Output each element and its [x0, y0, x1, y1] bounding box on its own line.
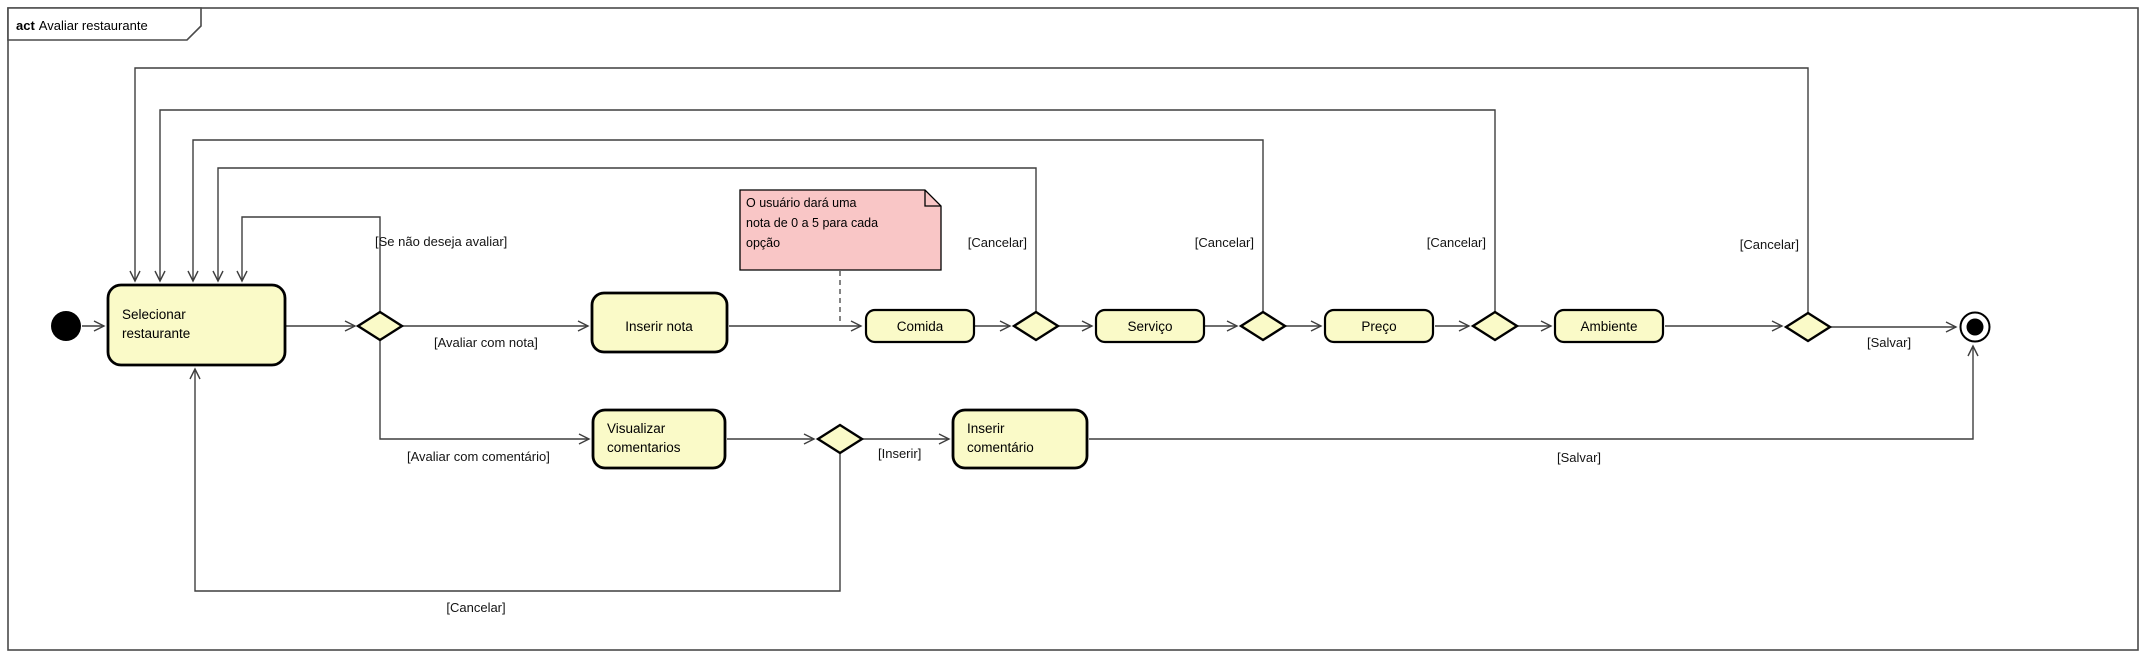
decision-preco [1470, 310, 1520, 342]
activity-comida-label: Comida [897, 319, 944, 334]
note-text-line1: O usuário dará uma [746, 196, 857, 210]
final-node-core [1966, 318, 1984, 336]
note-shape [739, 189, 942, 271]
activity-inserir-nota-label: Inserir nota [625, 319, 693, 334]
guard-avaliar-com-comentario: [Avaliar com comentário] [407, 449, 550, 464]
edge-inserir-comentario-to-final-salvar [1089, 344, 1979, 440]
final-node [1959, 311, 1991, 343]
guard-salvar-comment: [Salvar] [1557, 450, 1601, 465]
activity-inserir-comentario-label-line1: Inserir [967, 421, 1005, 436]
frame-title-tab [7, 7, 202, 41]
decision-servico [1238, 310, 1288, 342]
activity-visualizar-comentarios [591, 408, 727, 470]
guard-cancelar-preco: [Cancelar] [1427, 235, 1486, 250]
edge-cancelar-preco-loop [154, 109, 1496, 312]
decision-avaliar [355, 310, 405, 342]
activity-inserir-nota [590, 291, 729, 354]
edge-cancelar-comida-loop [212, 167, 1037, 312]
diagram-frame [7, 7, 2139, 651]
frame-keyword: act [16, 18, 35, 33]
edge-se-nao-deseja-avaliar-loop [236, 216, 381, 312]
note-fold-corner [924, 190, 941, 207]
edge-cancelar-ambiente-loop [129, 67, 1809, 313]
decision-comentario [815, 423, 865, 455]
initial-node [51, 311, 81, 341]
activity-visualizar-comentarios-label-line2: comentarios [607, 440, 681, 455]
activity-preco [1323, 308, 1435, 344]
guard-cancelar-comentarios: [Cancelar] [446, 600, 505, 615]
note-text-line2: nota de 0 a 5 para cada [746, 216, 878, 230]
frame-title: act Avaliar restaurante [16, 18, 148, 33]
guard-cancelar-comida: [Cancelar] [968, 235, 1027, 250]
activity-visualizar-comentarios-label-line1: Visualizar [607, 421, 666, 436]
activity-inserir-comentario [951, 408, 1089, 470]
guard-salvar-main: [Salvar] [1867, 335, 1911, 350]
activity-preco-label: Preço [1361, 319, 1396, 334]
guard-cancelar-servico: [Cancelar] [1195, 235, 1254, 250]
decision-salvar [1783, 311, 1833, 343]
guard-avaliar-com-nota: [Avaliar com nota] [434, 335, 538, 350]
note-text-line3: opção [746, 236, 780, 250]
activity-selecionar-restaurante-label-line2: restaurante [122, 326, 190, 341]
guard-inserir: [Inserir] [878, 446, 921, 461]
activity-inserir-comentario-label-line2: comentário [967, 440, 1034, 455]
activity-servico-label: Serviço [1127, 319, 1172, 334]
frame-title-text: Avaliar restaurante [39, 18, 148, 33]
decision-comida [1011, 310, 1061, 342]
activity-comida [864, 308, 976, 344]
activity-ambiente [1553, 308, 1665, 344]
edge-cancelar-servico-loop [187, 139, 1264, 312]
activity-servico [1094, 308, 1206, 344]
guard-se-nao-deseja-avaliar: [Se não deseja avaliar] [375, 234, 507, 249]
guard-cancelar-ambiente: [Cancelar] [1740, 237, 1799, 252]
edge-decision-to-visualizar [379, 340, 591, 445]
activity-ambiente-label: Ambiente [1580, 319, 1637, 334]
edge-cancelar-comentarios-loop [189, 367, 841, 592]
activity-selecionar-restaurante-label-line1: Selecionar [122, 307, 186, 322]
activity-selecionar-restaurante [106, 283, 287, 367]
